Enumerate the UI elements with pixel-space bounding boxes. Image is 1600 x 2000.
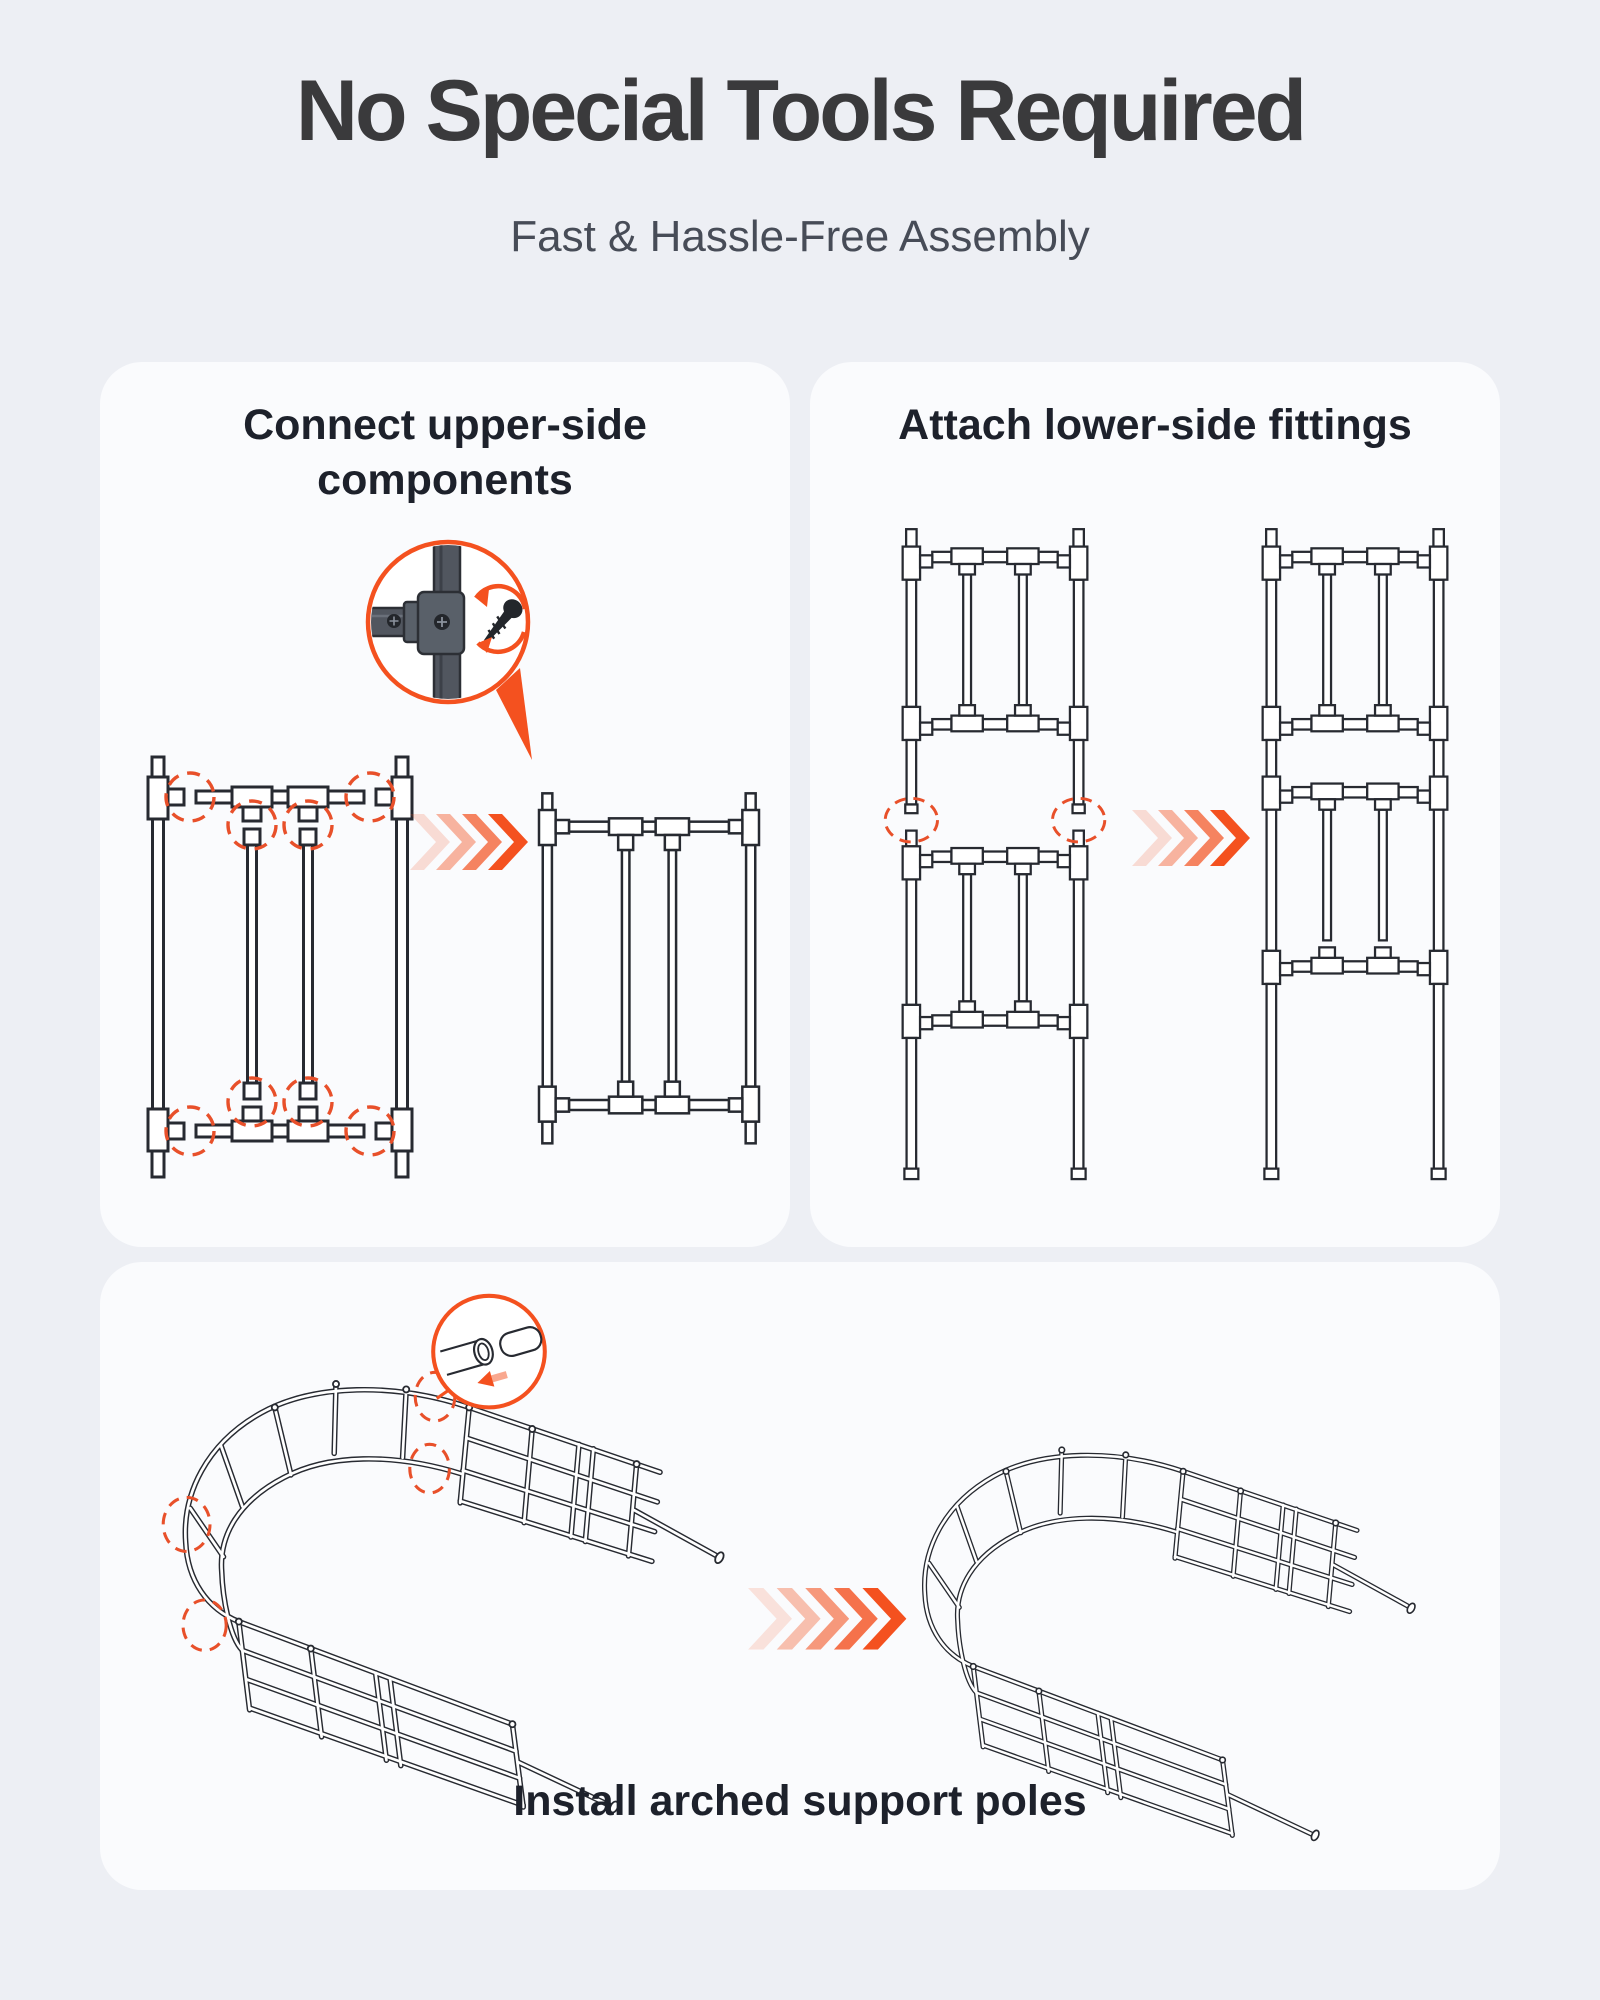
attach-lower-diagram (883, 527, 1449, 1181)
chevron-right-arrow-icon (410, 814, 528, 870)
step-title-attach-lower: Attach lower-side fittings (898, 401, 1412, 449)
pipe-joint-illustration (439, 1326, 543, 1387)
screw-icon (474, 583, 528, 655)
assembled-upper-lower-illustration (1261, 527, 1449, 1181)
exploded-side-panel-illustration (146, 755, 414, 1179)
exploded-fence-illustration (161, 1293, 725, 1814)
page-subtitle: Fast & Hassle-Free Assembly (510, 212, 1090, 261)
chevron-right-arrow-icon (748, 1588, 907, 1650)
insert-arrow-icon (477, 1371, 508, 1387)
page-title: No Special Tools Required (295, 63, 1307, 159)
connect-upper-diagram (146, 539, 761, 1179)
callout-pointer-wedge (496, 668, 532, 760)
step-title-install-arched: Install arched support poles (513, 1777, 1087, 1825)
assembled-side-panel-illustration (537, 791, 761, 1145)
step-panel-install-arched: Install arched support poles (100, 1262, 1500, 1890)
screw-detail-callout-icon (365, 539, 531, 705)
install-arched-diagram (161, 1293, 1500, 1828)
step-panel-attach-lower: Attach lower-side fittings (810, 362, 1500, 1247)
tee-connector-illustration (371, 545, 466, 699)
chevron-right-arrow-icon (1132, 810, 1250, 866)
step-title-connect-upper: Connect upper-side components (243, 401, 647, 505)
step-panel-connect-upper: Connect upper-side components (100, 362, 790, 1247)
exploded-upper-lower-illustration (883, 527, 1107, 1181)
pipe-insert-callout-icon (431, 1293, 547, 1410)
connection-highlight-circles (161, 1370, 457, 1652)
